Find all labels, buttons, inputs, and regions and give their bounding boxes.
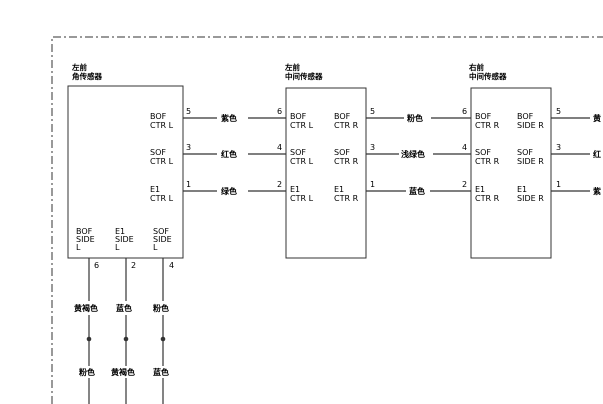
pin-number: 2 (462, 180, 467, 189)
pin-label: BOF (76, 227, 93, 236)
pin-label: SOF (517, 148, 533, 157)
sensor-box (285, 87, 367, 259)
wire-color-label: 蓝色 (409, 186, 425, 196)
pin-label: SOF (475, 148, 491, 157)
block-title-line2: 中间传感器 (469, 71, 507, 81)
block-title-line1: 左前 (71, 62, 87, 72)
pin-label: SIDE R (517, 194, 544, 203)
wire-color-label: 黄褐色 (74, 303, 98, 313)
wire-color-label: 紫色 (221, 113, 237, 123)
sensor-box (67, 85, 184, 259)
wire-color-label: 粉色 (407, 113, 423, 123)
pin-label: CTR L (150, 194, 174, 203)
pin-label: CTR R (334, 194, 359, 203)
pin-number: 1 (370, 180, 375, 189)
pin-label: SIDE R (517, 121, 544, 130)
wire-color-label: 黄 (593, 113, 601, 123)
wire-color-label: 粉色 (79, 367, 95, 377)
pin-number: 6 (277, 107, 282, 116)
wire-color-label: 粉色 (153, 303, 169, 313)
pin-label: CTR L (150, 121, 174, 130)
wires-right-out (551, 117, 590, 192)
pin-label: CTR R (334, 121, 359, 130)
pin-label: CTR L (150, 157, 174, 166)
splice-dot (123, 336, 129, 342)
pin-label: CTR L (290, 194, 314, 203)
pin-label: E1 (475, 185, 485, 194)
splice-dot (86, 336, 92, 342)
pin-number: 1 (556, 180, 561, 189)
pin-label: BOF (150, 112, 167, 121)
wires-bottom (88, 258, 164, 404)
wire-color-label: 黄褐色 (111, 367, 135, 377)
pin-label: SIDE (153, 235, 172, 244)
pin-number: 4 (277, 143, 282, 152)
wire-color-label: 蓝色 (153, 367, 169, 377)
pin-number: 1 (186, 180, 191, 189)
pin-number: 2 (131, 261, 136, 270)
block-title-line1: 右前 (468, 62, 484, 72)
sensor-box (470, 87, 552, 259)
wires-left-to-middle (183, 117, 286, 192)
pin-label: SOF (153, 227, 169, 236)
pin-label: CTR R (475, 194, 500, 203)
pin-number: 6 (94, 261, 99, 270)
pin-number: 3 (556, 143, 561, 152)
pin-label: E1 (334, 185, 344, 194)
wire-color-label: 紫 (593, 186, 601, 196)
pin-label: E1 (115, 227, 125, 236)
wires-middle-to-right (366, 117, 471, 192)
pin-label: BOF (334, 112, 351, 121)
pin-number: 6 (462, 107, 467, 116)
block-title-line2: 角传感器 (72, 71, 102, 81)
pin-label: SIDE (115, 235, 134, 244)
pin-number: 4 (169, 261, 174, 270)
pin-number: 3 (370, 143, 375, 152)
pin-label: SOF (150, 148, 166, 157)
wire-color-label: 绿色 (221, 186, 237, 196)
pin-label: E1 (517, 185, 527, 194)
pin-label: L (115, 243, 120, 252)
pin-label: BOF (475, 112, 492, 121)
block-title-line1: 左前 (284, 62, 300, 72)
pin-label: CTR R (334, 157, 359, 166)
wire-color-label: 红色 (221, 149, 237, 159)
pin-label: L (76, 243, 81, 252)
pin-label: CTR L (290, 121, 314, 130)
sensor-block-left-middle: 左前 中间传感器 BOF CTR L SOF CTR L E1 CTR L BO… (277, 62, 375, 259)
pin-label: BOF (517, 112, 534, 121)
pin-label: E1 (290, 185, 300, 194)
pin-label: E1 (150, 185, 160, 194)
pin-number: 3 (186, 143, 191, 152)
pin-label: CTR R (475, 121, 500, 130)
pin-label: SOF (290, 148, 306, 157)
pin-number: 5 (556, 107, 561, 116)
pin-label: SOF (334, 148, 350, 157)
pin-number: 4 (462, 143, 467, 152)
pin-label: SIDE R (517, 157, 544, 166)
pin-label: BOF (290, 112, 307, 121)
pin-label: SIDE (76, 235, 95, 244)
sensor-block-right-middle: 右前 中间传感器 BOF CTR R SOF CTR R E1 CTR R BO… (462, 62, 561, 259)
pin-number: 5 (370, 107, 375, 116)
pin-number: 5 (186, 107, 191, 116)
pin-number: 2 (277, 180, 282, 189)
wire-color-label: 红 (593, 149, 601, 159)
sensor-block-left-corner: 左前 角传感器 BOF CTR L SOF CTR L E1 CTR L 5 3… (67, 62, 191, 270)
wire-color-label: 蓝色 (116, 303, 132, 313)
pin-label: L (153, 243, 158, 252)
splice-dot (160, 336, 166, 342)
pin-label: CTR L (290, 157, 314, 166)
wire-color-label: 浅绿色 (401, 149, 425, 159)
block-title-line2: 中间传感器 (285, 71, 323, 81)
pin-label: CTR R (475, 157, 500, 166)
